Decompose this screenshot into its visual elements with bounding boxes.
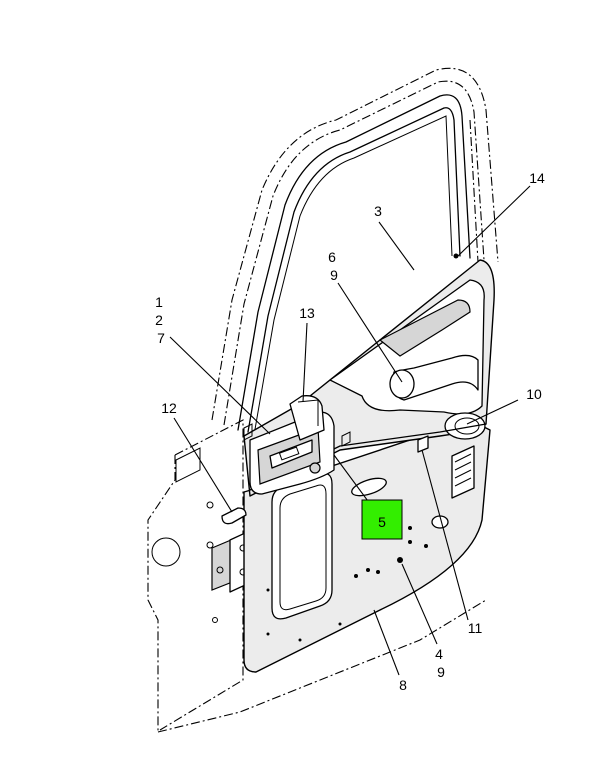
leader-13 xyxy=(302,322,308,403)
callout-labels: 1 2 7 3 4 9 5 6 9 8 10 11 12 13 xyxy=(155,170,545,693)
leader-1-2-7 xyxy=(169,336,271,435)
callout-8: 8 xyxy=(399,677,407,693)
callout-11: 11 xyxy=(468,620,483,636)
callout-4-9: 4 9 xyxy=(435,646,447,680)
leader-8 xyxy=(373,609,400,676)
leader-4-9 xyxy=(401,563,438,645)
leader-3 xyxy=(378,221,415,271)
leader-10 xyxy=(466,399,519,425)
callout-14: 14 xyxy=(529,170,545,186)
window-frame xyxy=(211,67,499,436)
leader-14 xyxy=(457,185,531,257)
inside-handle-assembly xyxy=(221,395,335,525)
highlight-box-item-5 xyxy=(361,499,403,540)
callout-5: 5 xyxy=(378,514,386,530)
leader-12 xyxy=(173,417,233,513)
callout-1-2-7: 1 2 7 xyxy=(155,294,167,346)
callout-10: 10 xyxy=(526,386,542,402)
callout-12: 12 xyxy=(161,400,177,416)
callout-3: 3 xyxy=(374,203,382,219)
speaker-vent xyxy=(451,445,475,499)
callout-13: 13 xyxy=(299,305,315,321)
leader-lines xyxy=(169,185,531,676)
leader-11 xyxy=(421,449,469,621)
trim-clips xyxy=(243,253,459,447)
leader-6-9 xyxy=(337,282,403,383)
callout-6-9: 6 9 xyxy=(328,249,340,283)
